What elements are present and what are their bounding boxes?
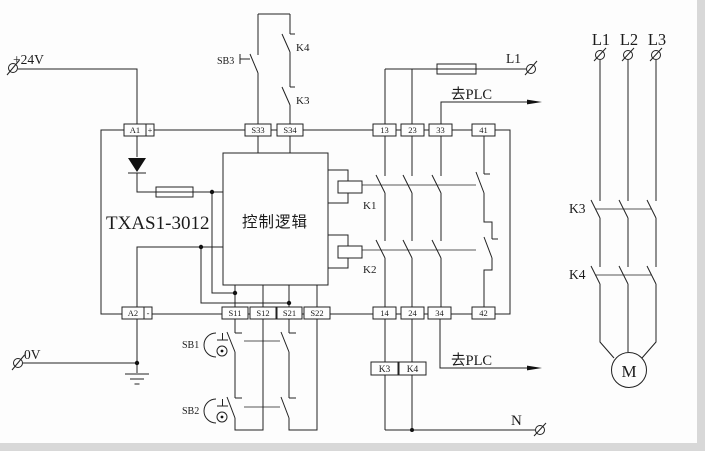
label-sb2: SB2 (182, 406, 199, 417)
label-terminal-s21: S21 (283, 308, 296, 318)
zero-volt-rail: 0V (11, 319, 149, 385)
motor-branch: L1 L2 L3 K3 K4 M (569, 30, 666, 388)
relay-k2: K2 (328, 234, 476, 276)
terminal-34 (427, 306, 452, 320)
label-terminal-s34: S34 (283, 125, 297, 135)
sb2-estop-button (203, 398, 228, 424)
start-circuit: SB3 K4 K3 (217, 13, 310, 124)
arrow-right-icon (527, 365, 542, 371)
label-terminal-24: 24 (408, 308, 417, 318)
label-terminal-a1-sign: + (148, 125, 153, 135)
terminal-s11 (221, 306, 249, 320)
terminal-13 (372, 123, 397, 137)
terminal-labels: A1 + S33 S34 13 23 33 41 A2 - S11 S12 S2… (128, 125, 488, 318)
label-phase-l1: L1 (592, 30, 610, 49)
relay-k1: K1 (328, 169, 476, 212)
relay-k1-coil (337, 180, 363, 194)
plus24v-feed: +24V (6, 52, 138, 124)
label-coil-k3: K3 (379, 365, 391, 375)
estop-chain: SB1 SB2 (182, 319, 318, 431)
label-terminal-s12: S12 (256, 308, 269, 318)
label-0v: 0V (24, 347, 41, 362)
arrow-right-icon (527, 99, 542, 105)
sb3-pushbutton (239, 54, 250, 64)
label-control-logic: 控制逻辑 (242, 213, 308, 231)
label-n: N (511, 413, 522, 429)
line-fuse (436, 63, 477, 75)
label-terminal-14: 14 (380, 308, 389, 318)
label-k1: K1 (363, 200, 376, 212)
label-terminal-a2: A2 (128, 308, 138, 318)
nc-contact-chain-41-42 (475, 136, 498, 307)
label-terminal-42: 42 (479, 308, 488, 318)
terminal-s21 (276, 306, 303, 320)
contactor-coils: K3 K4 N (370, 319, 547, 437)
label-terminal-s33: S33 (251, 125, 264, 135)
terminal-circle-0v (13, 358, 23, 368)
label-k3-feedback: K3 (296, 95, 310, 107)
ground-symbol (125, 373, 149, 385)
junction-dots (134, 189, 414, 432)
coil-k4-box (398, 361, 427, 376)
terminal-14 (372, 306, 397, 320)
output-contacts (375, 136, 442, 307)
label-terminal-a2-sign: - (147, 308, 150, 318)
right-edge-band (697, 0, 705, 451)
terminal-s12 (249, 306, 277, 320)
label-k4-contacts: K4 (569, 267, 586, 282)
relay-k2-coil (337, 245, 363, 259)
terminal-41 (471, 123, 496, 137)
label-terminal-34: 34 (435, 308, 444, 318)
terminal-s22 (303, 306, 331, 320)
plc-output-top: 去PLC (440, 86, 542, 124)
internal-fuse (155, 186, 194, 198)
terminal-33 (428, 123, 453, 137)
label-terminal-s11: S11 (229, 308, 242, 318)
terminal-s33 (244, 123, 272, 137)
label-l1-feed: L1 (506, 51, 521, 66)
label-sb1: SB1 (182, 340, 199, 351)
terminal-24 (400, 306, 425, 320)
diode-symbol (128, 158, 146, 174)
terminal-23 (400, 123, 425, 137)
label-model: TXAS1-3012 (106, 213, 209, 234)
label-sb3: SB3 (217, 56, 234, 67)
line-feed-l1: L1 (384, 51, 538, 124)
terminal-circle-24v (8, 63, 18, 73)
terminal-42 (471, 306, 496, 320)
label-terminal-13: 13 (380, 125, 389, 135)
terminal-boxes (121, 123, 496, 320)
label-k2: K2 (363, 264, 376, 276)
label-coil-k4: K4 (407, 365, 419, 375)
label-terminal-23: 23 (408, 125, 417, 135)
label-k4-feedback: K4 (296, 42, 310, 54)
label-phase-l3: L3 (648, 30, 666, 49)
terminal-circle-n (535, 425, 545, 435)
module-internal-wiring (128, 136, 318, 307)
plc-output-bottom: 去PLC (439, 319, 542, 371)
control-logic-block: 控制逻辑 (222, 152, 329, 286)
label-terminal-41: 41 (479, 125, 488, 135)
label-terminal-33: 33 (436, 125, 445, 135)
motor-symbol: M (611, 352, 647, 388)
terminal-s34 (276, 123, 304, 137)
bottom-edge-band (0, 443, 705, 451)
label-motor-m: M (621, 362, 636, 381)
label-phase-l2: L2 (620, 30, 638, 49)
label-plus24v: +24V (13, 52, 44, 67)
label-k3-contacts: K3 (569, 201, 586, 216)
label-to-plc-bottom: 去PLC (451, 352, 492, 369)
label-terminal-s22: S22 (310, 308, 323, 318)
label-terminal-a1: A1 (130, 125, 140, 135)
label-to-plc-top: 去PLC (451, 86, 492, 103)
sb1-estop-button (203, 332, 228, 358)
terminal-circle-l1 (526, 64, 536, 74)
coil-k3-box (370, 361, 399, 376)
